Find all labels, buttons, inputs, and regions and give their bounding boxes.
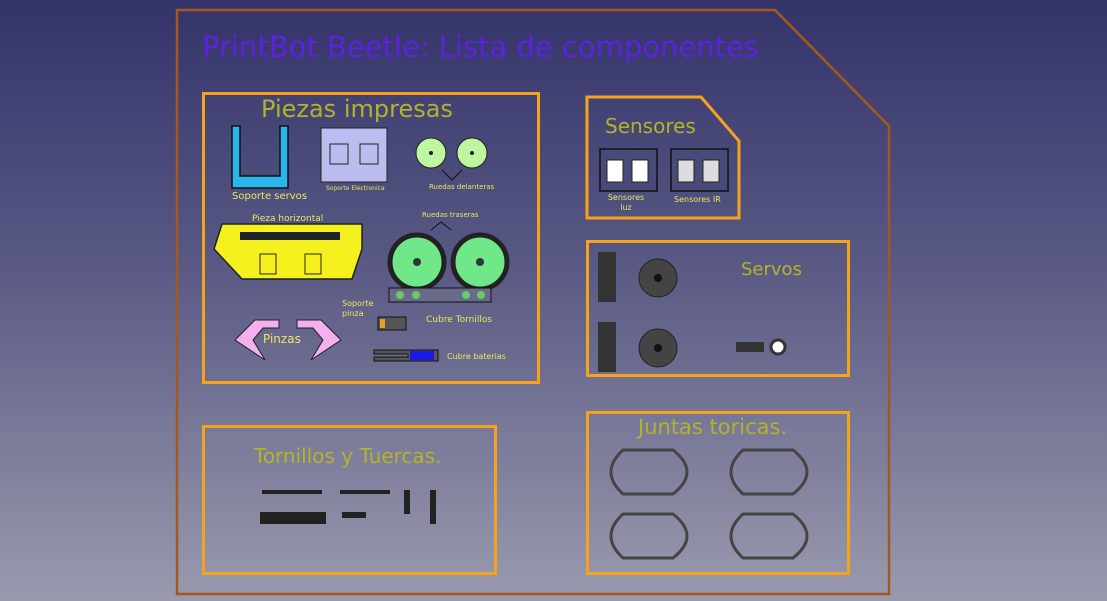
page-title: PrintBot Beetle: Lista de componentes	[202, 30, 759, 64]
ir-sensors-icon	[670, 148, 729, 192]
orings-title: Juntas toricas.	[638, 415, 788, 439]
horizontal-part-icon	[213, 223, 363, 280]
screws-section	[202, 425, 497, 575]
screws-nuts-icon	[260, 490, 436, 524]
light-sensors-icon	[599, 148, 658, 192]
battery-cover-icon	[373, 349, 439, 362]
front-wheels-icon	[415, 137, 488, 181]
servo-motors-icon	[598, 252, 787, 372]
electronics-mount-label: Soporte Electronica	[326, 185, 385, 192]
horizontal-part-label: Pieza horizontal	[252, 214, 324, 224]
servo-mount-icon	[231, 125, 289, 189]
battery-cover-label: Cubre baterias	[447, 352, 506, 361]
servos-section	[586, 240, 850, 377]
printed-parts-title: Piezas impresas	[261, 95, 453, 123]
gripper-mount-label: Soporte pinza	[342, 299, 374, 318]
grippers-icon	[234, 319, 342, 361]
orings-section	[586, 411, 850, 575]
gripper-mount-icon	[377, 316, 407, 331]
grippers-label: Pinzas	[263, 332, 301, 346]
screws-title: Tornillos y Tuercas.	[254, 444, 442, 468]
screw-cover-label: Cubre Tornillos	[426, 315, 493, 325]
rear-wheels-label: Ruedas traseras	[422, 211, 479, 219]
electronics-mount-icon	[320, 127, 388, 183]
front-wheels-label: Ruedas delanteras	[429, 183, 495, 191]
light-sensors-label: Sensores luz	[607, 193, 645, 212]
servos-title: Servos	[741, 259, 802, 280]
ir-sensors-label: Sensores IR	[674, 195, 721, 204]
orings-icon	[609, 448, 809, 560]
screw-cover-icon	[388, 287, 492, 303]
sensors-title: Sensores	[605, 114, 696, 138]
printed-parts-section	[202, 92, 540, 384]
servo-mount-label: Soporte servos	[232, 191, 308, 202]
